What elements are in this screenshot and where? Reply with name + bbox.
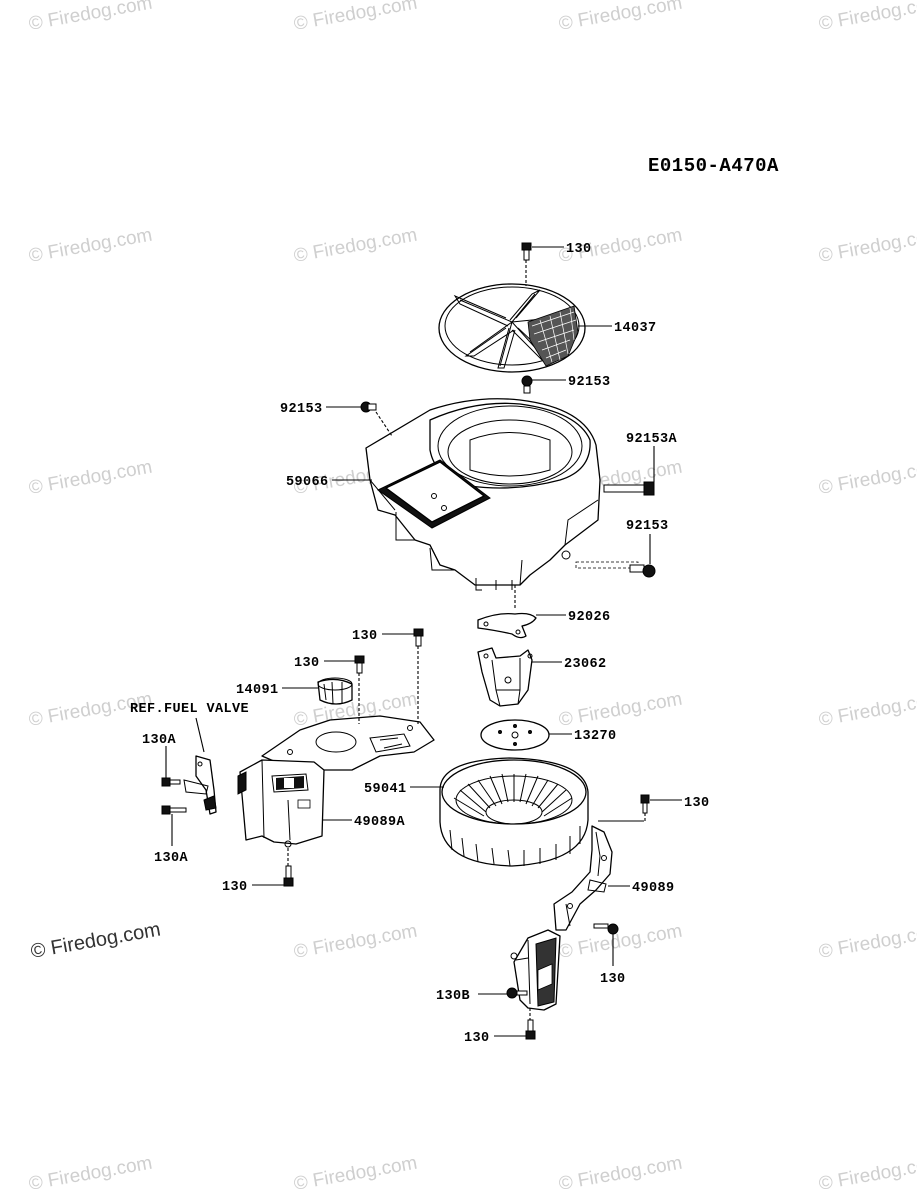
label-130-mid1: 130 [352,629,378,644]
part-lower-guard[interactable] [510,929,561,1011]
bolt-130-top[interactable] [521,242,532,261]
label-92153A: 92153A [626,432,678,447]
label-23062: 23062 [564,657,607,672]
watermark: © Firedog.com [557,921,684,963]
watermark: © Firedog.com [292,0,419,35]
label-130-right2: 130 [600,972,626,987]
watermark: © Firedog.com [817,689,917,731]
watermark: © Firedog.com [817,0,917,35]
bolt-92153-right[interactable] [575,561,656,578]
label-14037: 14037 [614,321,657,336]
bolt-92153-left[interactable] [360,401,377,413]
part-screen-14037[interactable] [438,283,586,373]
label-92153-center: 92153 [568,375,611,390]
mesh-area [527,305,579,367]
part-shroud-59066[interactable] [365,398,601,591]
label-130-bottom-left: 130 [222,880,248,895]
part-disc-13270[interactable] [480,719,550,751]
watermark: © Firedog.com [557,1153,684,1195]
part-cover-49089A[interactable] [237,759,325,848]
watermark: © Firedog.com [292,1153,419,1195]
bolt-92153A[interactable] [603,481,655,496]
watermark: © Firedog.com [557,0,684,35]
label-130A-2: 130A [154,851,189,866]
watermark-main: © Firedog.com [29,918,162,962]
label-130-mid2: 130 [294,656,320,671]
bolt-130-bottom[interactable] [525,1019,536,1040]
label-49089A: 49089A [354,815,406,830]
watermark: © Firedog.com [557,689,684,731]
label-130A-1: 130A [142,733,177,748]
label-130-top: 130 [566,242,592,257]
label-14091: 14091 [236,683,279,698]
label-59041: 59041 [364,782,407,797]
watermark: © Firedog.com [27,0,154,35]
watermark: © Firedog.com [817,921,917,963]
watermark: © Firedog.com [27,1153,154,1195]
label-49089: 49089 [632,881,675,896]
bolt-130A-1[interactable] [161,777,181,787]
label-92153-right: 92153 [626,519,669,534]
diagram-code: E0150-A470A [648,155,779,177]
bolt-92153-center[interactable] [521,375,533,394]
label-130-bottom: 130 [464,1031,490,1046]
bolt-130-mid1[interactable] [413,628,424,647]
watermark: © Firedog.com [817,225,917,267]
part-plate-92026[interactable] [477,612,537,639]
watermark: © Firedog.com [292,225,419,267]
bolt-130-right[interactable] [640,794,650,814]
part-bracket-49089[interactable] [553,825,613,931]
part-guard-14091[interactable] [317,677,353,705]
label-ref-fuel-valve: REF.FUEL VALVE [130,702,249,717]
watermark: © Firedog.com [292,921,419,963]
label-92026: 92026 [568,610,611,625]
part-bracket-23062[interactable] [477,647,533,707]
watermark: © Firedog.com [817,457,917,499]
bolt-130-bottom-left[interactable] [283,865,294,887]
label-130-right: 130 [684,796,710,811]
bolt-130A-2[interactable] [161,805,187,815]
bolt-130B[interactable] [506,987,528,999]
label-59066: 59066 [286,475,329,490]
watermark: © Firedog.com [27,457,154,499]
part-fan-59041[interactable] [439,757,589,867]
bolt-130-right2[interactable] [593,923,619,935]
watermark-grid: © Firedog.com © Firedog.com © Firedog.co… [27,0,917,1195]
label-92153-left: 92153 [280,402,323,417]
label-130B: 130B [436,989,470,1004]
part-fuel-valve-bracket[interactable] [183,755,217,815]
watermark: © Firedog.com [27,225,154,267]
bolt-130-mid2[interactable] [354,655,365,674]
watermark: © Firedog.com [817,1153,917,1195]
label-13270: 13270 [574,729,617,744]
